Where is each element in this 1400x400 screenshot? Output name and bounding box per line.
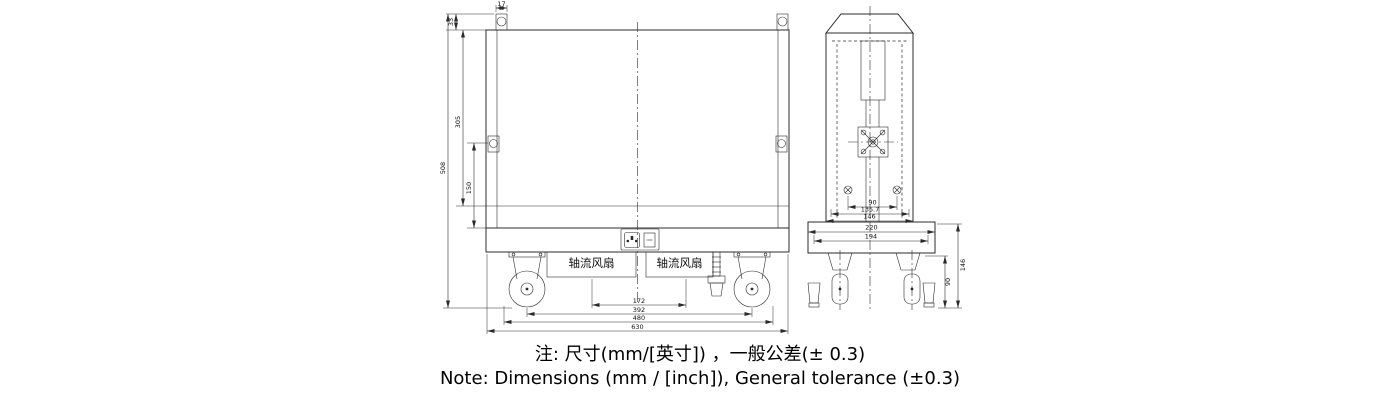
dim-lower-height: 150 <box>465 182 473 194</box>
side-hinge-left <box>487 135 500 153</box>
leveling-foot <box>707 251 726 297</box>
dim-body-depth: 146 <box>863 213 875 221</box>
mount-screw-right <box>892 185 902 195</box>
dim-fan-spacing: 172 <box>633 297 645 305</box>
side-foot-right <box>922 282 936 308</box>
caster-left <box>508 251 546 308</box>
fan-label-right: 轴流风扇 <box>657 256 703 270</box>
power-inlet-module <box>620 228 660 251</box>
dim-side-caster-spacing: 194 <box>865 233 877 241</box>
dim-base-depth: 220 <box>865 224 877 232</box>
power-switch-icon <box>643 232 656 248</box>
top-lug-left <box>495 13 508 31</box>
side-caster-left <box>827 250 853 310</box>
dim-overall-height: 508 <box>439 162 447 174</box>
dim-caster-height: 90 <box>944 278 952 286</box>
dim-outer-spacing: 480 <box>633 314 645 322</box>
mount-screw-left <box>843 185 853 195</box>
dim-caster-spacing: 392 <box>633 306 645 314</box>
note-english: Note: Dimensions (mm / [inch]), General … <box>440 368 960 389</box>
dim-lug-height: 33 <box>447 18 455 26</box>
top-lug-right <box>776 13 789 31</box>
notes: 注: 尺寸(mm/[英寸]) ，一般公差(± 0.3) Note: Dimens… <box>440 344 960 389</box>
side-view: 90 135.7 146 220 194 146 90 <box>807 6 967 312</box>
dim-overall-width: 630 <box>631 323 643 331</box>
iec-socket-icon <box>624 232 640 248</box>
caster-right <box>733 251 771 308</box>
column-upper <box>860 40 886 101</box>
cap-outline <box>824 13 915 34</box>
side-caster-right <box>895 250 921 310</box>
dim-inner-width: 135.7 <box>861 206 880 214</box>
dim-lug-width: 17 <box>497 0 505 8</box>
fan-label-left: 轴流风扇 <box>569 256 615 270</box>
front-view: 轴流风扇 轴流风扇 <box>439 0 790 334</box>
side-foot-left <box>807 282 821 308</box>
dim-base-height: 146 <box>959 259 967 271</box>
note-chinese: 注: 尺寸(mm/[英寸]) ，一般公差(± 0.3) <box>535 344 865 365</box>
dim-bolt-spacing: 90 <box>868 199 876 207</box>
dim-body-height: 305 <box>454 116 462 128</box>
fan-box-left <box>546 251 637 278</box>
side-hinge-right <box>775 135 788 153</box>
